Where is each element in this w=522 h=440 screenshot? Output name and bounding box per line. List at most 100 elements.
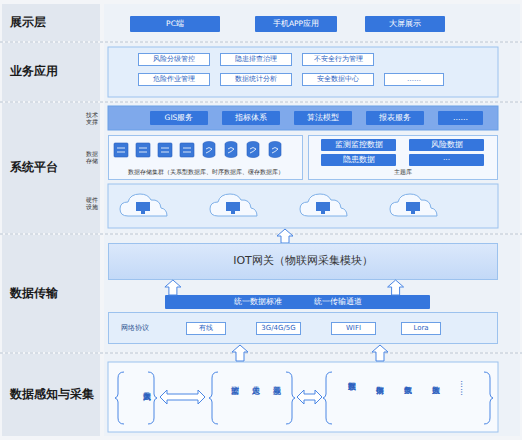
node-text: 大屏展示 (389, 20, 421, 29)
node-text: WIFI (346, 324, 361, 332)
database-icon (247, 142, 259, 158)
source-text: 互联网数据 (343, 376, 355, 420)
layer-cell: 系统平台 (2, 103, 100, 233)
protocol-box: 3G/4G/5G (256, 322, 301, 335)
sub-heading: 硬件设施 (86, 196, 99, 216)
theme-db-box: 主题库 监测监控数据 风险数据隐患数据 ··· (308, 135, 498, 180)
database-icon (203, 142, 215, 158)
node-text: 数据统计分析 (235, 75, 277, 83)
node-text: 手机APP应用 (273, 20, 319, 29)
double-arrow (297, 390, 322, 404)
source-text: 人员录入数据 (126, 386, 150, 412)
node-text: 统一数据标准 (234, 298, 282, 307)
server-icon (114, 143, 128, 157)
layer-cell: 数据传输 (2, 235, 100, 352)
block-arrow (165, 280, 181, 295)
database-icon (225, 142, 237, 158)
gateway-box: IOT网关（物联网采集模块） (108, 243, 498, 280)
node-text: PC端 (166, 20, 184, 29)
bracket (484, 372, 493, 424)
up-arrow (277, 229, 293, 243)
bracket (148, 372, 157, 424)
source-text: …… (455, 380, 467, 416)
node-text: 指标体系 (235, 114, 267, 123)
protocol-box: 有线 (186, 322, 226, 335)
node-text: 数据存储集群（关系型数据库、时序数据库、缓存数据库） (128, 169, 284, 176)
node-text: 系统平台 (10, 161, 58, 175)
app-box: 数据统计分析 (220, 73, 292, 86)
node-text: GIS服务 (165, 114, 194, 123)
node-text: …… (407, 75, 421, 83)
server-icon (136, 143, 150, 157)
cloud-icon (120, 194, 167, 216)
node-text: 安全数据中心 (317, 75, 359, 83)
cloud-icon (390, 194, 437, 216)
bracket (323, 372, 332, 424)
service-box: …… (438, 111, 483, 125)
node-text: 统一传输通道 (314, 298, 362, 307)
server-icon (180, 143, 194, 157)
storage-box: 数据存储集群（关系型数据库、时序数据库、缓存数据库） (108, 135, 303, 180)
node-text: 风险分级管控 (153, 55, 195, 63)
theme-data-box: 监测监控数据 (321, 139, 396, 151)
block-arrow (388, 280, 404, 295)
app-box: 隐患排查治理 (220, 53, 292, 66)
node-text: 数据传输 (10, 287, 58, 301)
bracket (286, 372, 295, 424)
hardware-band (108, 184, 498, 228)
sub-heading: 技术支撑 (86, 111, 99, 131)
node-text: 数据感知与采集 (10, 388, 94, 402)
protocol-panel: 网络协议 有线 3G/4G/5G WIFI Lora (108, 312, 498, 344)
service-box: 算法模型 (294, 111, 352, 125)
display-box: 大屏展示 (365, 16, 445, 32)
theme-data-box: ··· (409, 154, 484, 166)
node-text: 危险作业管理 (153, 75, 195, 83)
node-text: IOT网关（物联网采集模块） (233, 255, 373, 268)
up-arrow (372, 345, 388, 361)
source-text: 气象数据 (399, 380, 411, 416)
collection-panel (108, 362, 498, 432)
row-bg (104, 235, 520, 352)
service-box: 报表服务 (366, 111, 424, 125)
display-box: PC端 (130, 16, 220, 32)
bracket (115, 372, 124, 424)
node-text: 监测监控数据 (335, 141, 383, 150)
source-text: 舆情数据 (371, 380, 383, 416)
layer-cell: 业务应用 (2, 43, 100, 101)
node-text: 主题库 (394, 169, 412, 176)
row-bg (104, 4, 520, 41)
node-text: 隐患排查治理 (235, 55, 277, 63)
app-box: 安全数据中心 (302, 73, 374, 86)
node-text: 不安全行为管理 (314, 55, 363, 63)
theme-data-box: 隐患数据 (321, 154, 396, 166)
standard-box: 统一数据标准 统一传输通道 (165, 295, 430, 309)
theme-data-box: 风险数据 (409, 139, 484, 151)
row-bg (104, 354, 520, 436)
service-box: 指标体系 (222, 111, 280, 125)
app-box: 不安全行为管理 (302, 53, 374, 66)
row-bg (104, 43, 520, 101)
node-text: 3G/4G/5G (261, 324, 295, 332)
app-box: 风险分级管控 (138, 53, 210, 66)
app-box: …… (384, 73, 444, 86)
source-text: 工业视频 (268, 380, 280, 416)
layer-cell: 展示层 (2, 4, 100, 41)
source-text: 人脸数据 (427, 380, 439, 416)
database-icon (269, 142, 281, 158)
node-text: 网络协议 (121, 324, 149, 332)
protocol-box: Lora (401, 322, 441, 335)
double-arrow (160, 390, 205, 404)
node-text: Lora (413, 324, 428, 332)
node-text: 风险数据 (431, 141, 463, 150)
row-bg (104, 103, 520, 233)
node-text: 业务应用 (10, 65, 58, 79)
protocol-box: WIFI (331, 322, 376, 335)
node-text: ··· (443, 156, 450, 165)
business-panel (108, 47, 498, 97)
server-icon (158, 143, 172, 157)
cloud-icon (210, 194, 257, 216)
sub-heading: 数据存储 (86, 150, 99, 170)
node-text: …… (453, 114, 468, 123)
node-text: 展示层 (10, 16, 46, 30)
